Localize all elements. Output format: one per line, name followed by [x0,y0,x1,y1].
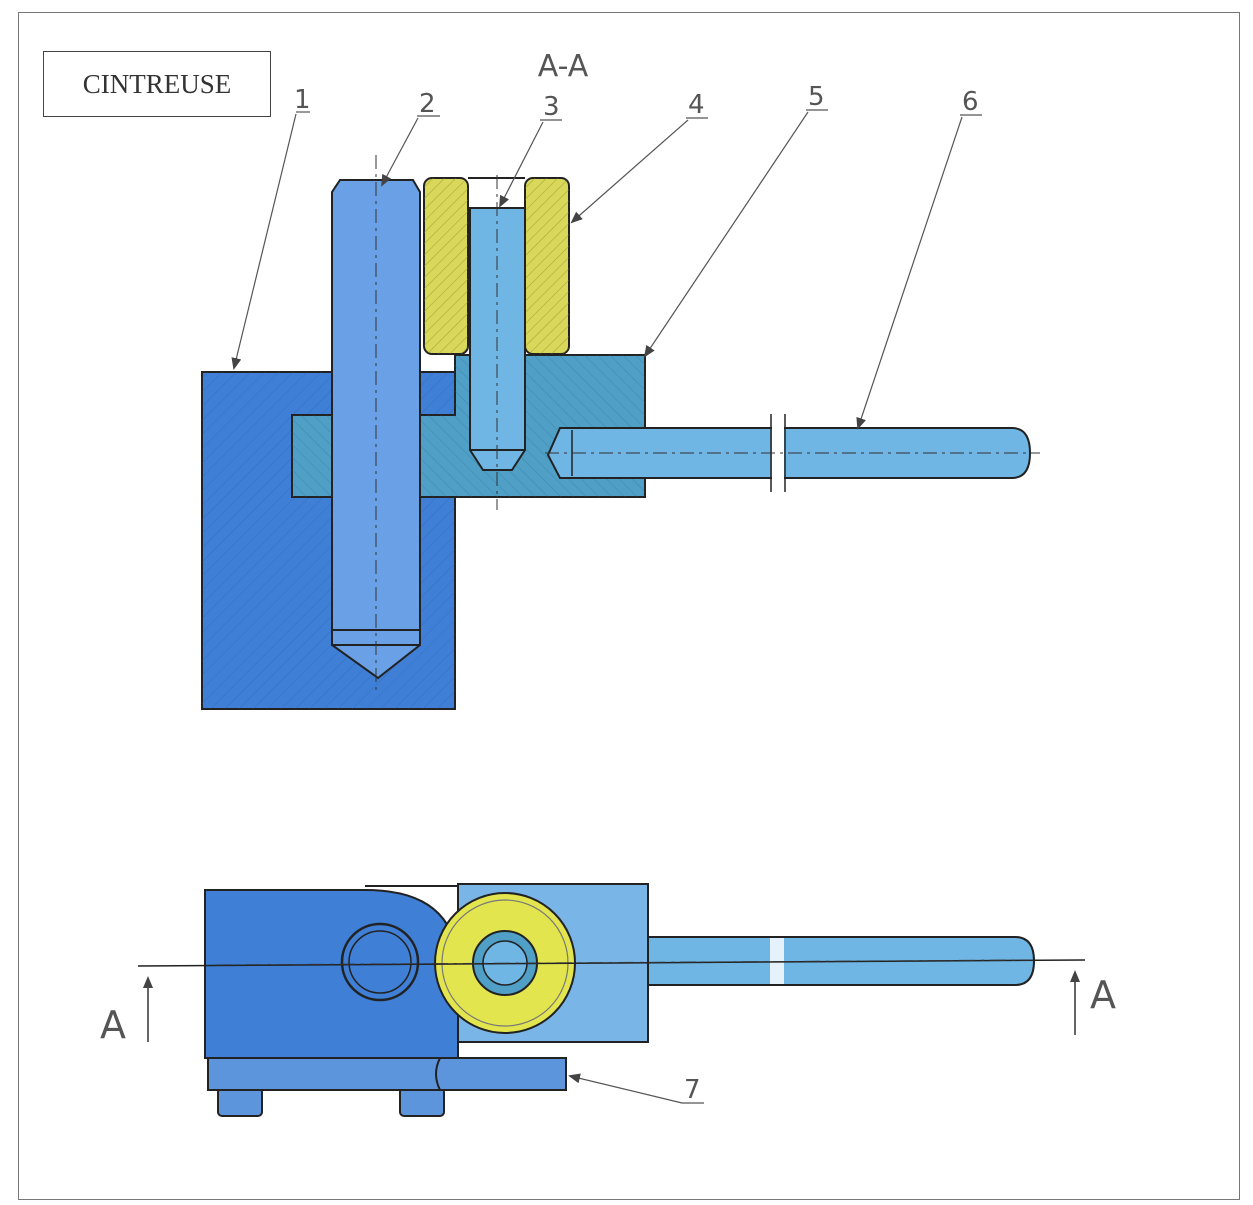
callout-6: 6 [856,87,982,430]
drawing-title: CINTREUSE [82,68,232,99]
part-2-pivot-pin [331,155,421,690]
part-4-roller [423,177,570,355]
section-label: A-A [538,49,589,84]
part-7-rail [207,1057,567,1117]
callout-2: 2 [381,89,440,187]
part-number-4: 4 [688,90,705,120]
callout-7: 7 [568,1073,704,1105]
cut-marker-left: A [100,1003,126,1047]
callout-5: 5 [643,82,828,358]
drawing-frame [18,12,1240,1200]
plan-base-block [204,885,459,1059]
part-number-1: 1 [294,85,311,115]
part-number-2: 2 [419,89,436,119]
callout-4: 4 [570,90,708,224]
cut-line: A A [100,959,1116,1047]
callout-1: 1 [231,85,311,370]
plan-view: A A [100,883,1116,1117]
callouts: 1 2 3 4 5 [231,82,982,1105]
part-number-3: 3 [543,92,560,122]
part-number-6: 6 [962,87,979,117]
section-view [201,155,1040,710]
part-6-handle [545,414,1040,492]
callout-3: 3 [499,92,562,208]
part-number-5: 5 [808,82,825,112]
part-number-7: 7 [684,1075,701,1105]
title-box: CINTREUSE [43,51,271,117]
part-3-pin [469,175,526,510]
cut-marker-right: A [1090,973,1116,1017]
